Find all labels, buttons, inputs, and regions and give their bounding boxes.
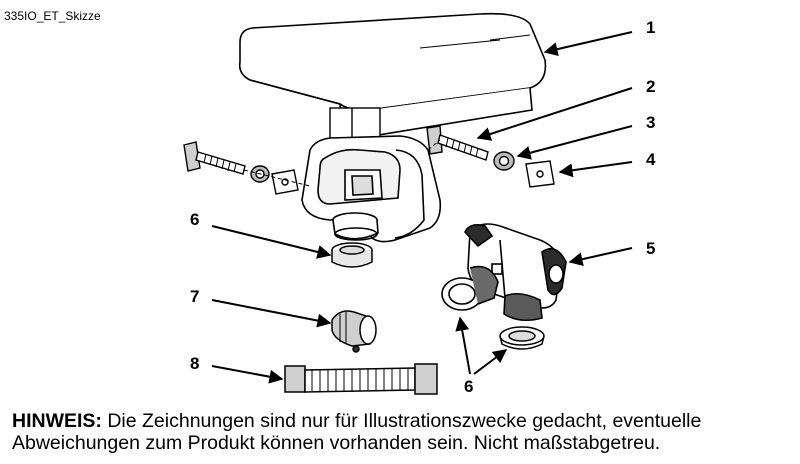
part-screw-right [426, 125, 489, 161]
arrow-6-left [455, 316, 471, 375]
callout-6-top: 6 [190, 210, 199, 229]
part-seal-bottom [499, 326, 545, 350]
exploded-parts-diagram: 1 2 3 4 5 6 7 8 6 [183, 12, 656, 396]
callout-1: 1 [646, 18, 655, 37]
arrow-1 [543, 31, 633, 56]
note-label: HINWEIS: [12, 410, 102, 432]
part-valve-head [301, 135, 442, 243]
drawing-id: 335IO_ET_Skizze [4, 9, 101, 23]
disclaimer-note: HINWEIS: Die Zeichnungen sind nur für Il… [12, 410, 798, 454]
arrow-7 [211, 299, 332, 328]
arrow-5 [568, 247, 633, 267]
callout-2: 2 [646, 77, 655, 96]
callout-7: 7 [190, 287, 199, 306]
part-flex-hose [284, 363, 438, 395]
part-screw-left [183, 141, 246, 175]
note-text: Die Zeichnungen sind nur für Illustratio… [12, 410, 702, 454]
callout-4: 4 [646, 150, 656, 169]
part-nut-right [493, 151, 515, 171]
part-bypass-port-left [441, 265, 499, 311]
arrow-2 [476, 87, 633, 141]
part-cover [238, 12, 547, 138]
part-clip-right [525, 160, 555, 188]
arrow-3 [516, 125, 633, 160]
part-adapter [331, 310, 377, 353]
arrow-4 [558, 161, 633, 178]
assembly-lines [243, 139, 441, 187]
callout-numbers: 1 2 3 4 5 6 7 8 6 [190, 18, 656, 396]
part-seal-top [331, 242, 373, 268]
leader-arrows [211, 31, 633, 384]
arrow-6-top [211, 225, 332, 259]
callout-8: 8 [190, 354, 199, 373]
arrow-8 [211, 365, 284, 384]
part-bypass-port-bottom [503, 292, 543, 322]
callout-6-bottom: 6 [464, 377, 473, 396]
callout-5: 5 [646, 239, 655, 258]
arrow-6-right [473, 349, 508, 375]
callout-3: 3 [646, 113, 655, 132]
